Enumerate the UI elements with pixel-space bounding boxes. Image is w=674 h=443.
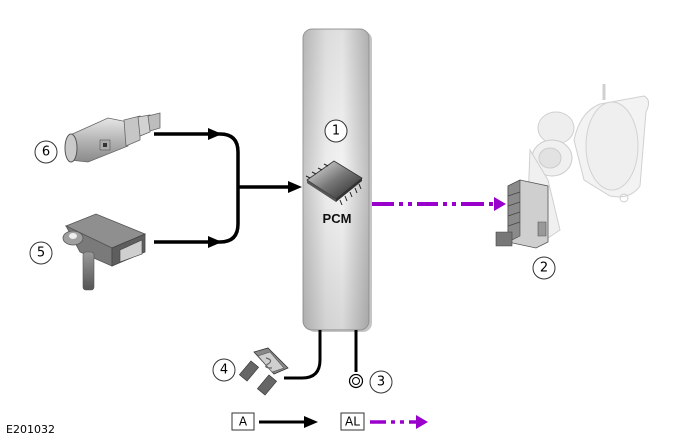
callout-4-label: 4 [220,363,228,378]
wiring-arrowheads [208,128,302,248]
callout-3: 3 [369,370,393,394]
legend-arrow-a [304,416,318,428]
figure-id: E201032 [6,423,55,436]
actuator-image[interactable] [495,179,549,249]
arrow-head-pcm [288,181,302,193]
callout-2: 2 [532,256,556,280]
callout-2-label: 2 [540,261,548,276]
pcm-chip-icon [305,160,363,206]
power-supply-wire [284,330,322,380]
callout-6: 6 [34,140,58,164]
callout-1: 1 [324,119,348,143]
pcm-label: PCM [323,211,352,226]
ground-ring-terminal-icon [348,373,364,389]
legend-key-al: AL [345,415,360,429]
callout-5-label: 5 [37,246,45,261]
legend-hardwired: A [231,412,318,431]
sensor-input-wiring [154,132,296,244]
legend-lin: AL [340,412,428,431]
temperature-sensor-image[interactable] [64,112,161,163]
arrow-head-5 [208,236,222,248]
pressure-sensor-image[interactable] [62,213,147,291]
legend-key-a: A [239,415,248,429]
callout-5: 5 [29,241,53,265]
legend-arrow-al [416,415,428,429]
turbocharger-image[interactable] [527,84,650,241]
fuse-image[interactable] [238,347,289,396]
arrow-head-6 [208,128,222,140]
callout-6-label: 6 [42,145,50,160]
callout-4: 4 [212,358,236,382]
lin-arrow-head [494,197,506,211]
callout-3-label: 3 [377,375,385,390]
callout-1-label: 1 [332,124,340,139]
